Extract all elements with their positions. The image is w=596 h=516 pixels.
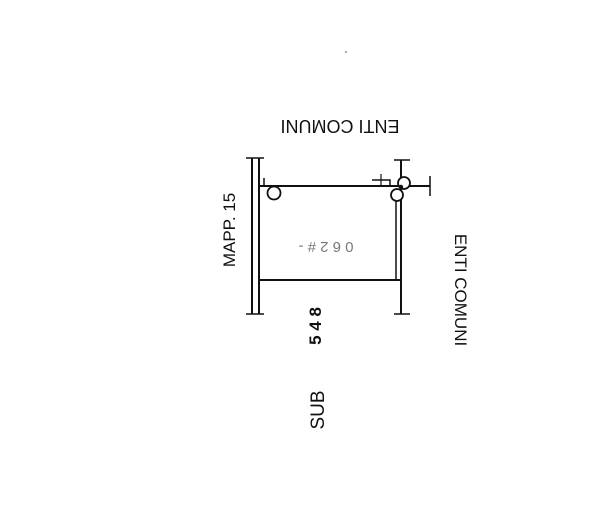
mapp-label: MAPP. 15 [220, 193, 239, 267]
corner-bracket-right [372, 179, 391, 186]
junction-dot [398, 184, 404, 190]
column-circle-right-bottom [390, 188, 404, 202]
sub-number-label: 5 4 8 [306, 307, 325, 345]
label-enti-comuni-top: ENTI COMUNI [281, 116, 400, 136]
label-enti-comuni-right: ENTI COMUNI [451, 234, 470, 346]
sub-prefix-label: SUB [308, 390, 329, 429]
inner-code-label: 0 6 2 # - [298, 238, 353, 255]
corner-bracket-left [263, 178, 276, 187]
ink-speck [345, 51, 347, 53]
column-circle-left [266, 185, 282, 201]
